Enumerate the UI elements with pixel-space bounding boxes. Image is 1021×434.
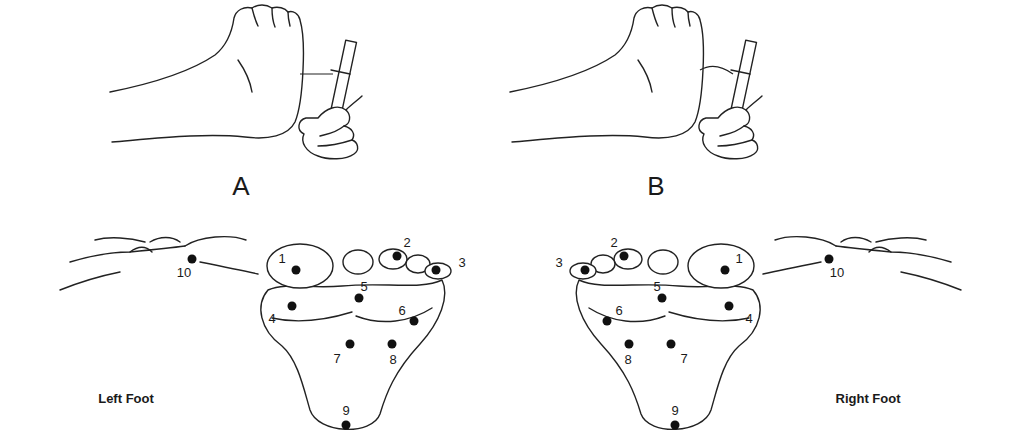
callout-number: 2: [403, 236, 410, 249]
callout-number: 4: [268, 312, 275, 325]
callout-number: 9: [342, 404, 349, 417]
panel-b: [510, 5, 762, 159]
foot-label: Left Foot: [98, 392, 154, 405]
left-foot-sole: [60, 237, 451, 430]
callout-number: 8: [624, 353, 631, 366]
callout-number: 1: [735, 252, 742, 265]
callout-number: 6: [398, 304, 405, 317]
callout-number: 9: [671, 404, 678, 417]
callout-number: 2: [610, 236, 617, 249]
foot-label: Right Foot: [836, 392, 901, 405]
callout-number: 3: [555, 256, 562, 269]
callout-number: 5: [653, 280, 660, 293]
callout-number: 10: [177, 266, 191, 279]
callout-number: 7: [333, 352, 340, 365]
callout-number: 5: [360, 280, 367, 293]
callout-number: 6: [615, 304, 622, 317]
callout-number: 8: [389, 353, 396, 366]
callout-number: 7: [680, 352, 687, 365]
panel-letter: A: [232, 173, 249, 199]
monofilament: [300, 73, 333, 74]
callout-number: 3: [458, 256, 465, 269]
panel-a: [110, 5, 362, 159]
callout-number: 4: [745, 312, 752, 325]
callout-number: 10: [830, 266, 844, 279]
bent-monofilament: [700, 67, 733, 74]
right-foot-sole: [570, 237, 961, 430]
callout-number: 1: [278, 252, 285, 265]
panel-letter: B: [647, 173, 664, 199]
